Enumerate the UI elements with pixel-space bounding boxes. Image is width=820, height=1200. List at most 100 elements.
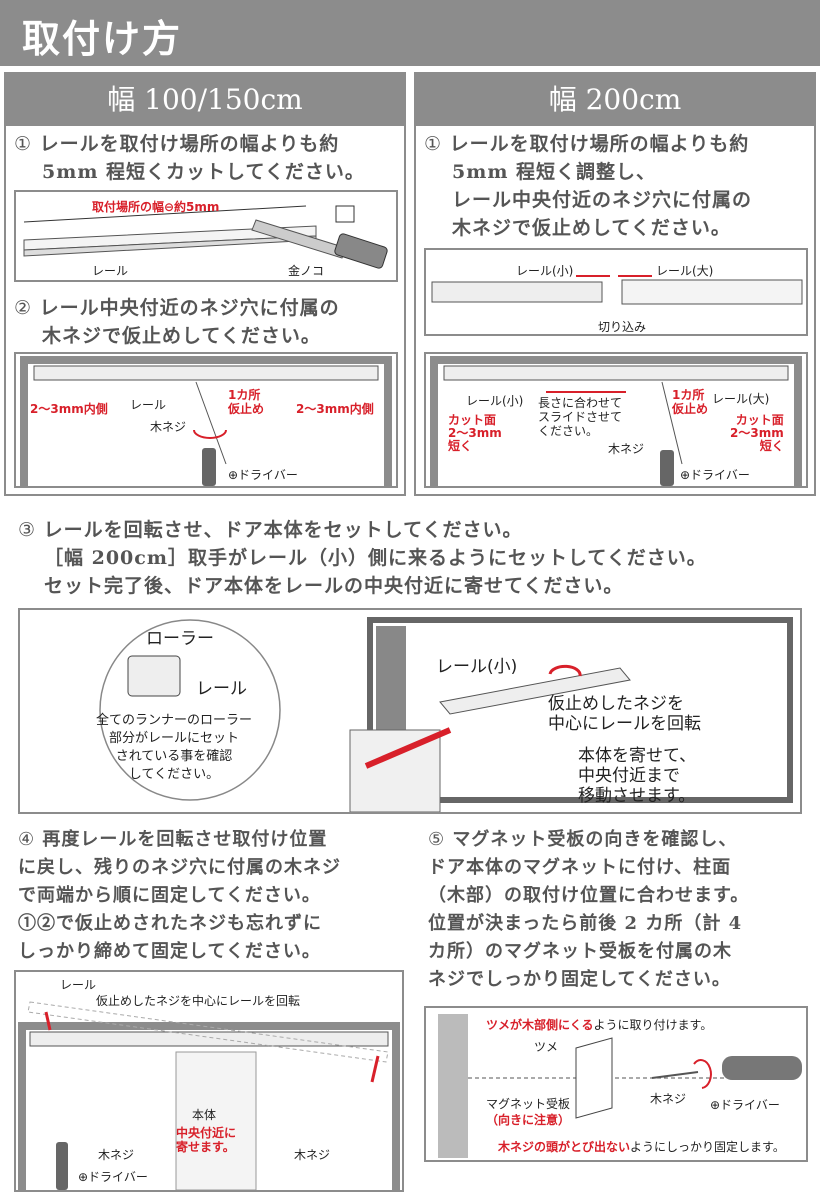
- push-arrow: [364, 727, 452, 769]
- ceiling: [20, 356, 392, 364]
- driver-label: ⊕ドライバー: [78, 1170, 148, 1184]
- notch-label: 切り込み: [598, 320, 647, 334]
- rail-small-shape: [439, 667, 631, 715]
- right-step1-text: ① レールを取付け場所の幅よりも約 5mm 程短く調整し、 レール中央付近のネジ…: [424, 133, 753, 239]
- driver-handle: [722, 1056, 802, 1080]
- rail-shape: [33, 365, 379, 381]
- notch-illustration: [431, 275, 803, 305]
- screw-label: 木ネジ: [650, 1092, 687, 1106]
- right-figure-notch: [424, 248, 808, 336]
- temp-screw-illustration: [20, 356, 392, 486]
- right-wall: [384, 364, 392, 486]
- saw-handle: [334, 233, 388, 269]
- driver-label: ⊕ドライバー: [228, 468, 298, 482]
- screw-shaft: [195, 381, 227, 465]
- rail-label: レール: [60, 978, 97, 992]
- panel-title: 幅 200cm: [416, 74, 814, 126]
- rail-small-label: レール(小): [436, 657, 518, 677]
- left-wall: [20, 364, 28, 486]
- screw-left-label: 木ネジ: [98, 1148, 135, 1162]
- driver-handle: [202, 448, 216, 486]
- panel-title: 幅 100/150cm: [6, 74, 404, 126]
- left-figure-temp-screw: [14, 352, 398, 488]
- one-place-label: 1カ所仮止め: [672, 388, 709, 416]
- right-figure-slide: [424, 352, 808, 488]
- step3-figure: [18, 608, 802, 814]
- saw-label: 金ノコ: [288, 264, 325, 278]
- rotate-note: 仮止めしたネジを中心にレールを回転: [96, 994, 301, 1008]
- move-note: 本体を寄せて、中央付近まで移動させます。: [578, 746, 697, 806]
- rotate-arrow: [548, 664, 582, 677]
- left-step2-text: ② レール中央付近のネジ穴に付属の 木ネジで仮止めしてください。: [14, 297, 340, 347]
- right-gap-label: 2〜3mm内側: [296, 402, 374, 416]
- rail-large: [621, 279, 803, 305]
- ceiling: [18, 1022, 400, 1030]
- page-header: [0, 0, 820, 66]
- rail-small: [431, 281, 603, 303]
- rail-label: レール: [196, 679, 247, 699]
- screw-head-note: 木ネジの頭がとび出ないようにしっかり固定します。: [498, 1140, 785, 1154]
- end-cap: [335, 205, 355, 223]
- circle-note: 全てのランナーのローラー部分がレールにセットされている事を確認してください。: [95, 713, 252, 782]
- claw-label: ツメ: [534, 1040, 559, 1054]
- rail-large-label: レール(大): [656, 264, 714, 278]
- center-note: 中央付近に寄せます。: [176, 1126, 237, 1154]
- magnet-plate-illustration: [438, 1014, 802, 1158]
- screw-label: 木ネジ: [150, 420, 187, 434]
- rail-shape: [443, 365, 789, 381]
- roller-detail: [127, 655, 181, 697]
- left-wall: [18, 1030, 26, 1190]
- rotate-note: 仮止めしたネジを中心にレールを回転: [548, 694, 701, 734]
- set-door-illustration: [99, 617, 793, 813]
- roller-label: ローラー: [146, 629, 214, 649]
- step3-text: ③ レールを回転させ、ドア本体をセットしてください。 ［幅 200cm］取手がレ…: [18, 519, 707, 597]
- rail-small-label: レール(小): [516, 264, 574, 278]
- rotate-arrow-left: [44, 1011, 52, 1031]
- rail-large-label: レール(大): [712, 392, 770, 406]
- rail-shape: [29, 1031, 389, 1047]
- left-gap-label: 2〜3mm内側: [30, 402, 108, 416]
- claw-note: ツメが木部側にくるように取り付けます。: [486, 1018, 713, 1032]
- driver-handle: [660, 450, 674, 486]
- rotating-rail-ghost: [27, 1001, 389, 1063]
- rail-label: レール: [92, 264, 129, 278]
- screw-shaft: [651, 1071, 699, 1079]
- driver-label: ⊕ドライバー: [680, 468, 750, 482]
- wood-pillar: [438, 1014, 468, 1158]
- plate-label: マグネット受板（向きに注意）: [486, 1097, 571, 1127]
- page-title: 取付け方: [22, 17, 183, 61]
- left-wall: [430, 364, 438, 486]
- left-figure-cut-rail: [14, 190, 398, 282]
- step4-text: ④ 再度レールを回転させ取付け位置 に戻し、残りのネジ穴に付属の木ネジ で両端か…: [18, 829, 341, 962]
- rotate-arrow: [693, 1059, 712, 1089]
- screw-right-label: 木ネジ: [294, 1148, 331, 1162]
- step4-figure: [14, 970, 404, 1192]
- slide-illustration: [430, 356, 802, 486]
- measure-label: 取付場所の幅⊖約5mm: [92, 200, 220, 214]
- door-frame: [367, 617, 793, 803]
- body-label: 本体: [192, 1108, 217, 1122]
- driver-handle: [56, 1142, 68, 1190]
- rail-label: レール: [130, 398, 167, 412]
- rail-small-label: レール(小): [466, 394, 524, 408]
- right-wall: [794, 364, 802, 486]
- driver-label: ⊕ドライバー: [710, 1098, 780, 1112]
- one-place-label: 1カ所仮止め: [228, 388, 265, 416]
- rotate-arrow: [193, 429, 227, 439]
- step5-figure: [424, 1006, 808, 1162]
- slide-label: 長さに合わせてスライドさせてください。: [538, 396, 623, 438]
- step5-text: ⑤ マグネット受板の向きを確認し、 ドア本体のマグネットに付け、柱面 （木部）の…: [428, 829, 750, 990]
- rotate-arrow-right: [370, 1055, 380, 1083]
- ceiling: [430, 356, 802, 364]
- magnet-plate: [575, 1037, 613, 1119]
- measure-line: [23, 205, 307, 223]
- screw-shaft: [661, 381, 683, 465]
- left-step1-text: ① レールを取付け場所の幅よりも約 5mm 程短くカットしてください。: [14, 133, 365, 183]
- right-wall: [392, 1030, 400, 1190]
- fix-rail-illustration: [18, 1001, 400, 1191]
- screw-label: 木ネジ: [608, 442, 645, 456]
- door-body: [175, 1051, 257, 1191]
- saw-blade: [251, 219, 347, 259]
